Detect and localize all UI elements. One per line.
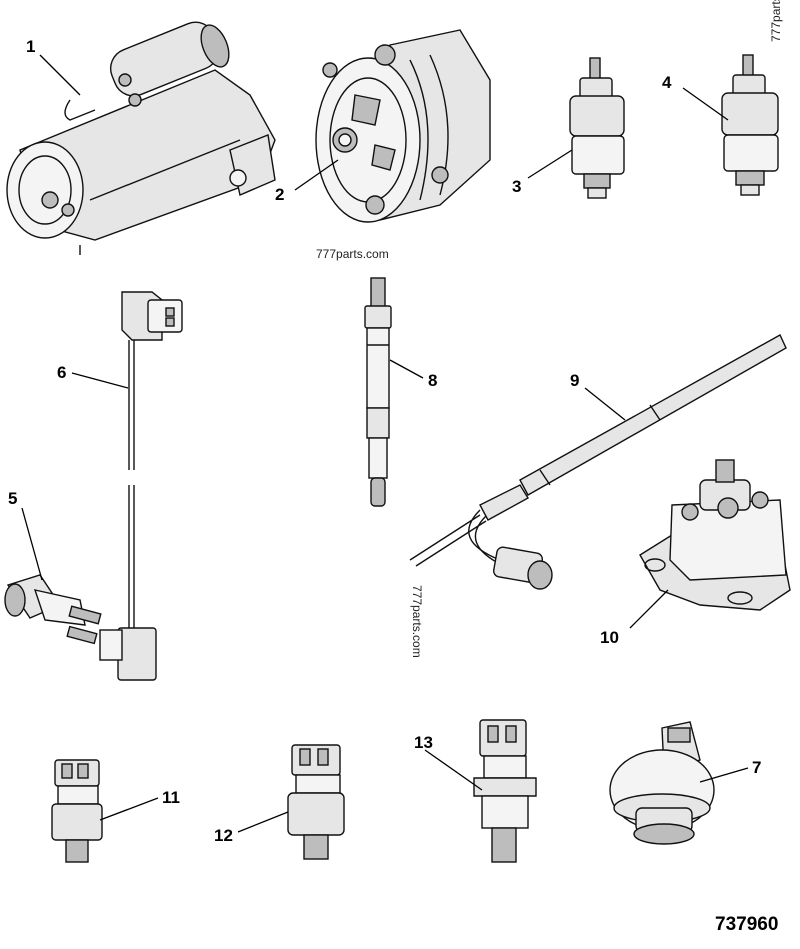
part-10-relay bbox=[639, 459, 791, 611]
part-4-solenoid bbox=[721, 54, 779, 196]
callout-3: 3 bbox=[512, 177, 521, 196]
callout-13: 13 bbox=[414, 733, 433, 752]
leader-lines bbox=[21, 54, 749, 833]
watermark-lower: 777parts.com bbox=[410, 585, 424, 658]
part-12-sender bbox=[287, 744, 345, 860]
watermark-center: 777parts.com bbox=[316, 247, 389, 261]
callout-5: 5 bbox=[8, 489, 17, 508]
part-6-harness bbox=[99, 291, 183, 681]
part-2-alternator bbox=[315, 29, 491, 223]
part-11-sender bbox=[51, 759, 103, 863]
callout-11: 11 bbox=[162, 788, 180, 807]
part-1-starter-motor bbox=[6, 21, 276, 255]
callout-6: 6 bbox=[57, 363, 66, 382]
callout-7: 7 bbox=[752, 758, 761, 777]
part-9-harness bbox=[409, 334, 787, 590]
figure-number: 737960 bbox=[715, 914, 778, 935]
callout-8: 8 bbox=[428, 371, 437, 390]
watermarks: 777parts.com 777parts 777parts.com bbox=[316, 0, 783, 658]
part-5-sensor bbox=[4, 574, 102, 645]
callout-labels: 1 2 3 4 5 6 7 8 9 10 11 12 13 bbox=[8, 37, 761, 845]
part-8-glow-plug bbox=[364, 277, 392, 507]
callout-2: 2 bbox=[275, 185, 284, 204]
part-13-sender bbox=[473, 719, 537, 863]
callout-4: 4 bbox=[662, 73, 672, 92]
callout-1: 1 bbox=[26, 37, 35, 56]
watermark-top-right: 777parts bbox=[769, 0, 783, 42]
callout-9: 9 bbox=[570, 371, 579, 390]
part-3-solenoid bbox=[569, 57, 625, 199]
part-7-sensor bbox=[609, 721, 715, 845]
callout-12: 12 bbox=[214, 826, 233, 845]
callout-10: 10 bbox=[600, 628, 619, 647]
